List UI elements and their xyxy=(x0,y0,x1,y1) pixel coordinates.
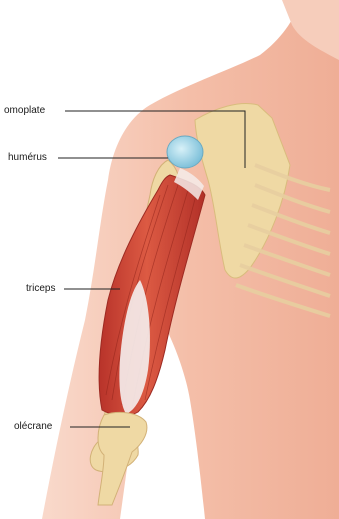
torso-skin xyxy=(42,0,339,519)
label-humerus: humérus xyxy=(8,152,47,164)
label-olecrane: olécrane xyxy=(14,421,52,433)
label-omoplate: omoplate xyxy=(4,105,45,117)
label-triceps: triceps xyxy=(26,283,55,295)
humeral-head-cartilage xyxy=(167,136,203,168)
